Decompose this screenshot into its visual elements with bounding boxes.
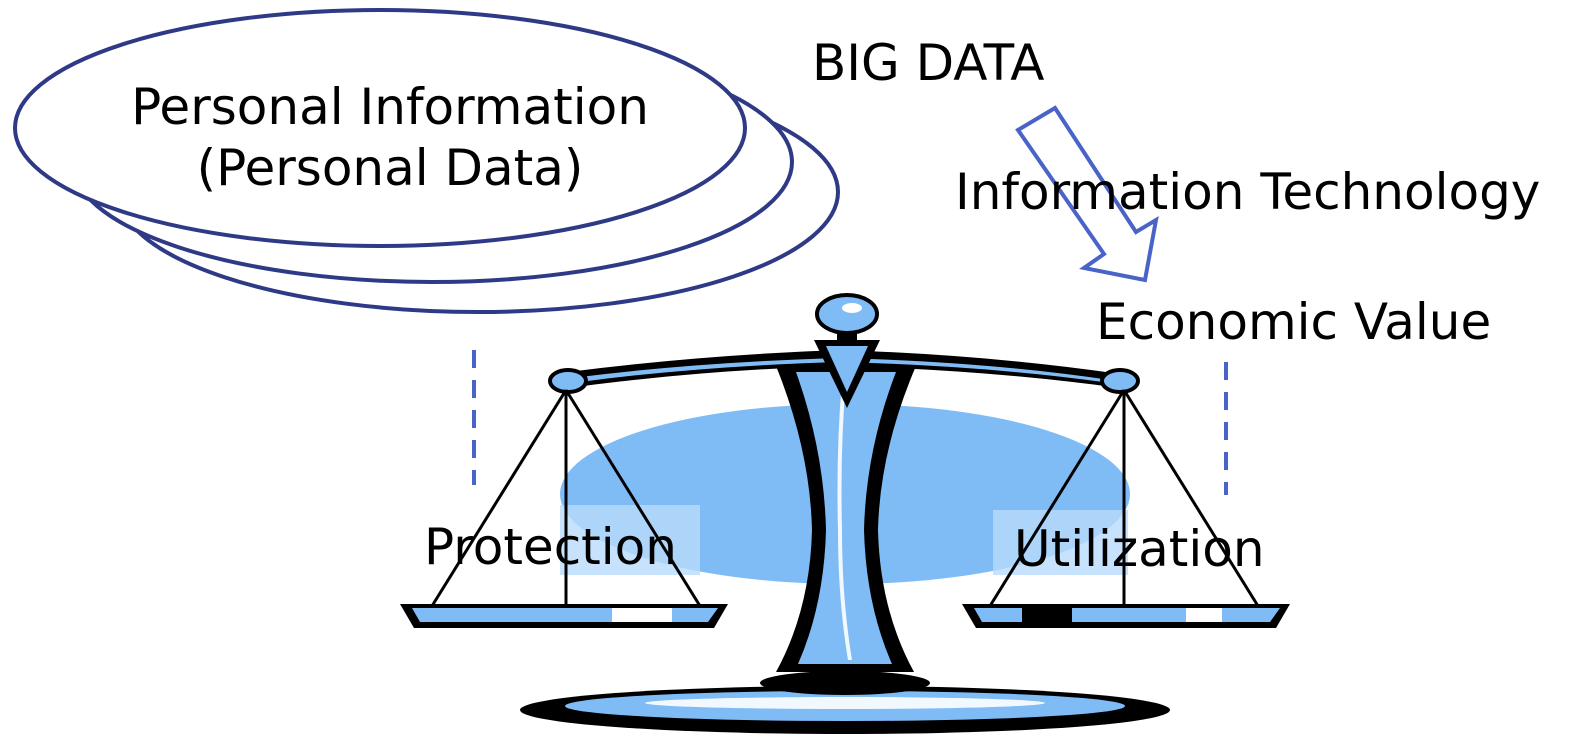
economic-value-label: Economic Value (1096, 293, 1491, 351)
scale-beam (568, 350, 1120, 388)
protection-label: Protection (424, 518, 677, 576)
down-right-arrow-icon (1015, 105, 1159, 283)
personal-info-line1: Personal Information (131, 78, 649, 136)
beam-knob-left (548, 368, 588, 394)
right-pan-dark (1022, 608, 1072, 622)
ellipse-front (13, 8, 747, 248)
right-pan-shine (1186, 608, 1222, 622)
scale-column-fill (796, 372, 896, 664)
left-label-patch (560, 505, 700, 575)
left-string-outer-left (430, 389, 568, 607)
scale-finial-shine (842, 303, 862, 313)
scale-beam-highlight (580, 358, 1110, 383)
scale-pivot-fill (826, 346, 868, 392)
personal-info-ellipse-stack: Personal Information (Personal Data) (13, 8, 840, 314)
left-pan-shine (612, 608, 672, 622)
right-string-outer-right (1122, 389, 1260, 607)
scale-column-shine (837, 380, 852, 660)
beam-knob-right (1100, 368, 1140, 394)
left-pan-fill (412, 608, 718, 622)
right-string-outer-left (988, 389, 1126, 607)
scale-finial (815, 293, 879, 335)
left-string-outer-right (564, 389, 702, 607)
utilization-label: Utilization (1014, 520, 1265, 578)
personal-info-line2: (Personal Data) (197, 139, 584, 197)
big-data-label: BIG DATA (812, 34, 1045, 92)
scale-foot (760, 671, 930, 695)
scale-base-shine (645, 697, 1045, 709)
information-technology-label: Information Technology (955, 163, 1540, 221)
balance-scale-icon (400, 293, 1290, 734)
right-pan-fill (974, 608, 1280, 622)
